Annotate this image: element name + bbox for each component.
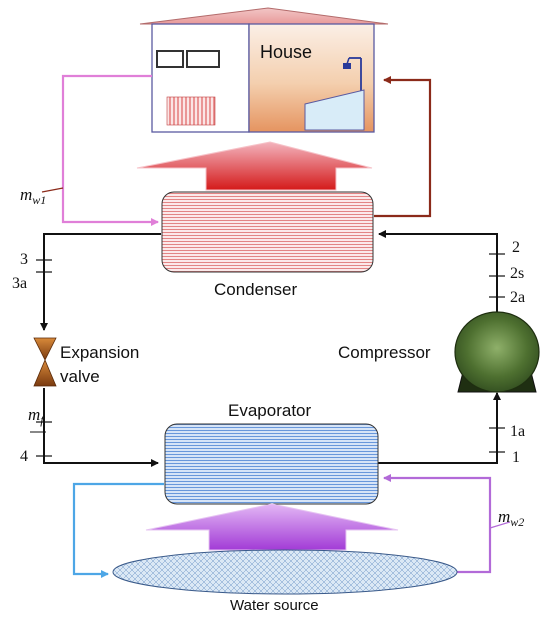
state-point-4: 4 bbox=[20, 448, 28, 465]
state-point-ticks bbox=[36, 253, 505, 457]
expansion-valve-label-line1: Expansion bbox=[60, 343, 139, 362]
refrigerant-line-condenser-to-valve bbox=[40, 233, 161, 331]
mw1-tick bbox=[41, 187, 64, 193]
house: House bbox=[139, 7, 389, 133]
hot-water-return-line bbox=[61, 74, 159, 226]
window bbox=[156, 50, 220, 68]
condenser bbox=[161, 191, 374, 273]
hot-water-supply-line bbox=[374, 76, 432, 218]
state-point-2: 2 bbox=[512, 239, 520, 256]
evaporator bbox=[164, 423, 379, 505]
state-point-2s: 2s bbox=[510, 265, 524, 282]
condenser-label: Condenser bbox=[214, 280, 298, 299]
bathtub bbox=[304, 89, 365, 131]
heat-extraction-arrow bbox=[145, 503, 399, 551]
mw2-label: mw2 bbox=[498, 507, 524, 529]
house-label: House bbox=[260, 42, 312, 62]
water-source bbox=[112, 549, 458, 595]
evaporator-label: Evaporator bbox=[228, 401, 311, 420]
refrigerant-line-compressor-to-condenser bbox=[378, 230, 498, 312]
refrigerant-line-valve-to-evaporator bbox=[43, 388, 159, 467]
heat-delivery-arrow bbox=[136, 141, 373, 191]
expansion-valve-label-line2: valve bbox=[60, 367, 100, 386]
state-point-3a: 3a bbox=[12, 275, 27, 292]
house-roof bbox=[139, 7, 389, 25]
expansion-valve bbox=[33, 337, 57, 387]
compressor-label: Compressor bbox=[338, 343, 431, 362]
compressor bbox=[454, 311, 540, 393]
refrigerant-line-evaporator-to-compressor bbox=[378, 392, 501, 464]
source-water-return-line bbox=[72, 482, 164, 578]
radiator bbox=[166, 96, 216, 126]
mf-label: mf bbox=[28, 405, 45, 427]
state-point-3: 3 bbox=[20, 251, 28, 268]
state-point-1: 1 bbox=[512, 449, 520, 466]
mw1-label: mw1 bbox=[20, 185, 46, 207]
mw2-tick bbox=[489, 521, 511, 529]
source-water-supply-line bbox=[383, 474, 492, 574]
state-point-1a: 1a bbox=[510, 423, 525, 440]
water-source-label: Water source bbox=[230, 597, 319, 614]
state-point-2a: 2a bbox=[510, 289, 525, 306]
